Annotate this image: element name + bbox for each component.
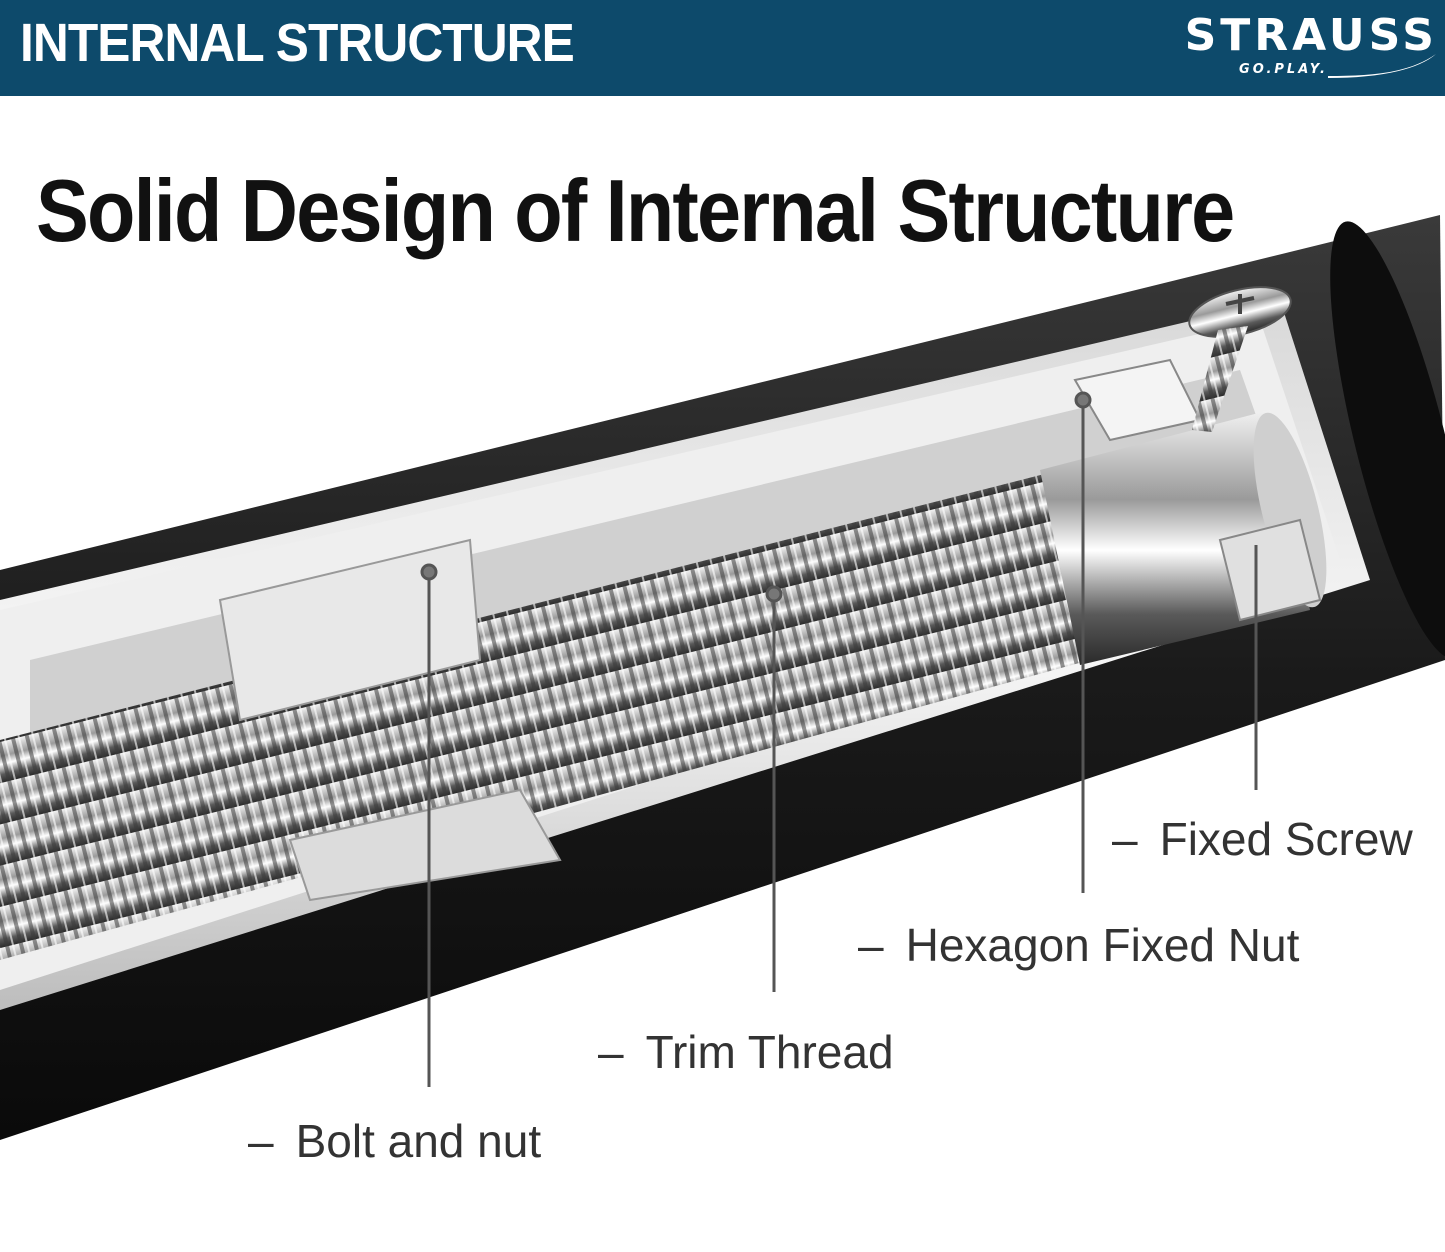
fixed-screw bbox=[1188, 286, 1292, 432]
callout-fixed-screw: –Fixed Screw bbox=[1112, 812, 1413, 866]
callout-dash: – bbox=[248, 1115, 274, 1167]
callout-dash: – bbox=[1112, 813, 1138, 865]
callout-label: Fixed Screw bbox=[1159, 813, 1413, 865]
brand-name: STRAUSS bbox=[1184, 10, 1438, 61]
hexagon-nut bbox=[1073, 358, 1322, 622]
callout-trim-thread: –Trim Thread bbox=[598, 1025, 894, 1079]
swoosh-icon bbox=[1328, 54, 1436, 78]
callout-bolt-and-nut: –Bolt and nut bbox=[248, 1114, 541, 1168]
brand-logo: STRAUSS GO.PLAY. bbox=[1058, 10, 1438, 90]
callout-dash: – bbox=[858, 919, 884, 971]
callout-label: Hexagon Fixed Nut bbox=[905, 919, 1300, 971]
threaded-rod bbox=[0, 470, 1090, 960]
callout-label: Bolt and nut bbox=[295, 1115, 542, 1167]
callout-label: Trim Thread bbox=[645, 1026, 894, 1078]
callout-dash: – bbox=[598, 1026, 624, 1078]
diagram-heading: Solid Design of Internal Structure bbox=[36, 161, 1235, 260]
brand-tagline: GO.PLAY. bbox=[1239, 62, 1328, 77]
callout-leader-lines bbox=[420, 391, 1258, 1087]
callout-hexagon-fixed-nut: –Hexagon Fixed Nut bbox=[858, 918, 1299, 972]
header-banner: INTERNAL STRUCTURE STRAUSS GO.PLAY. bbox=[0, 0, 1445, 96]
banner-title: INTERNAL STRUCTURE bbox=[20, 13, 575, 73]
bolt-nut-block bbox=[218, 538, 562, 902]
